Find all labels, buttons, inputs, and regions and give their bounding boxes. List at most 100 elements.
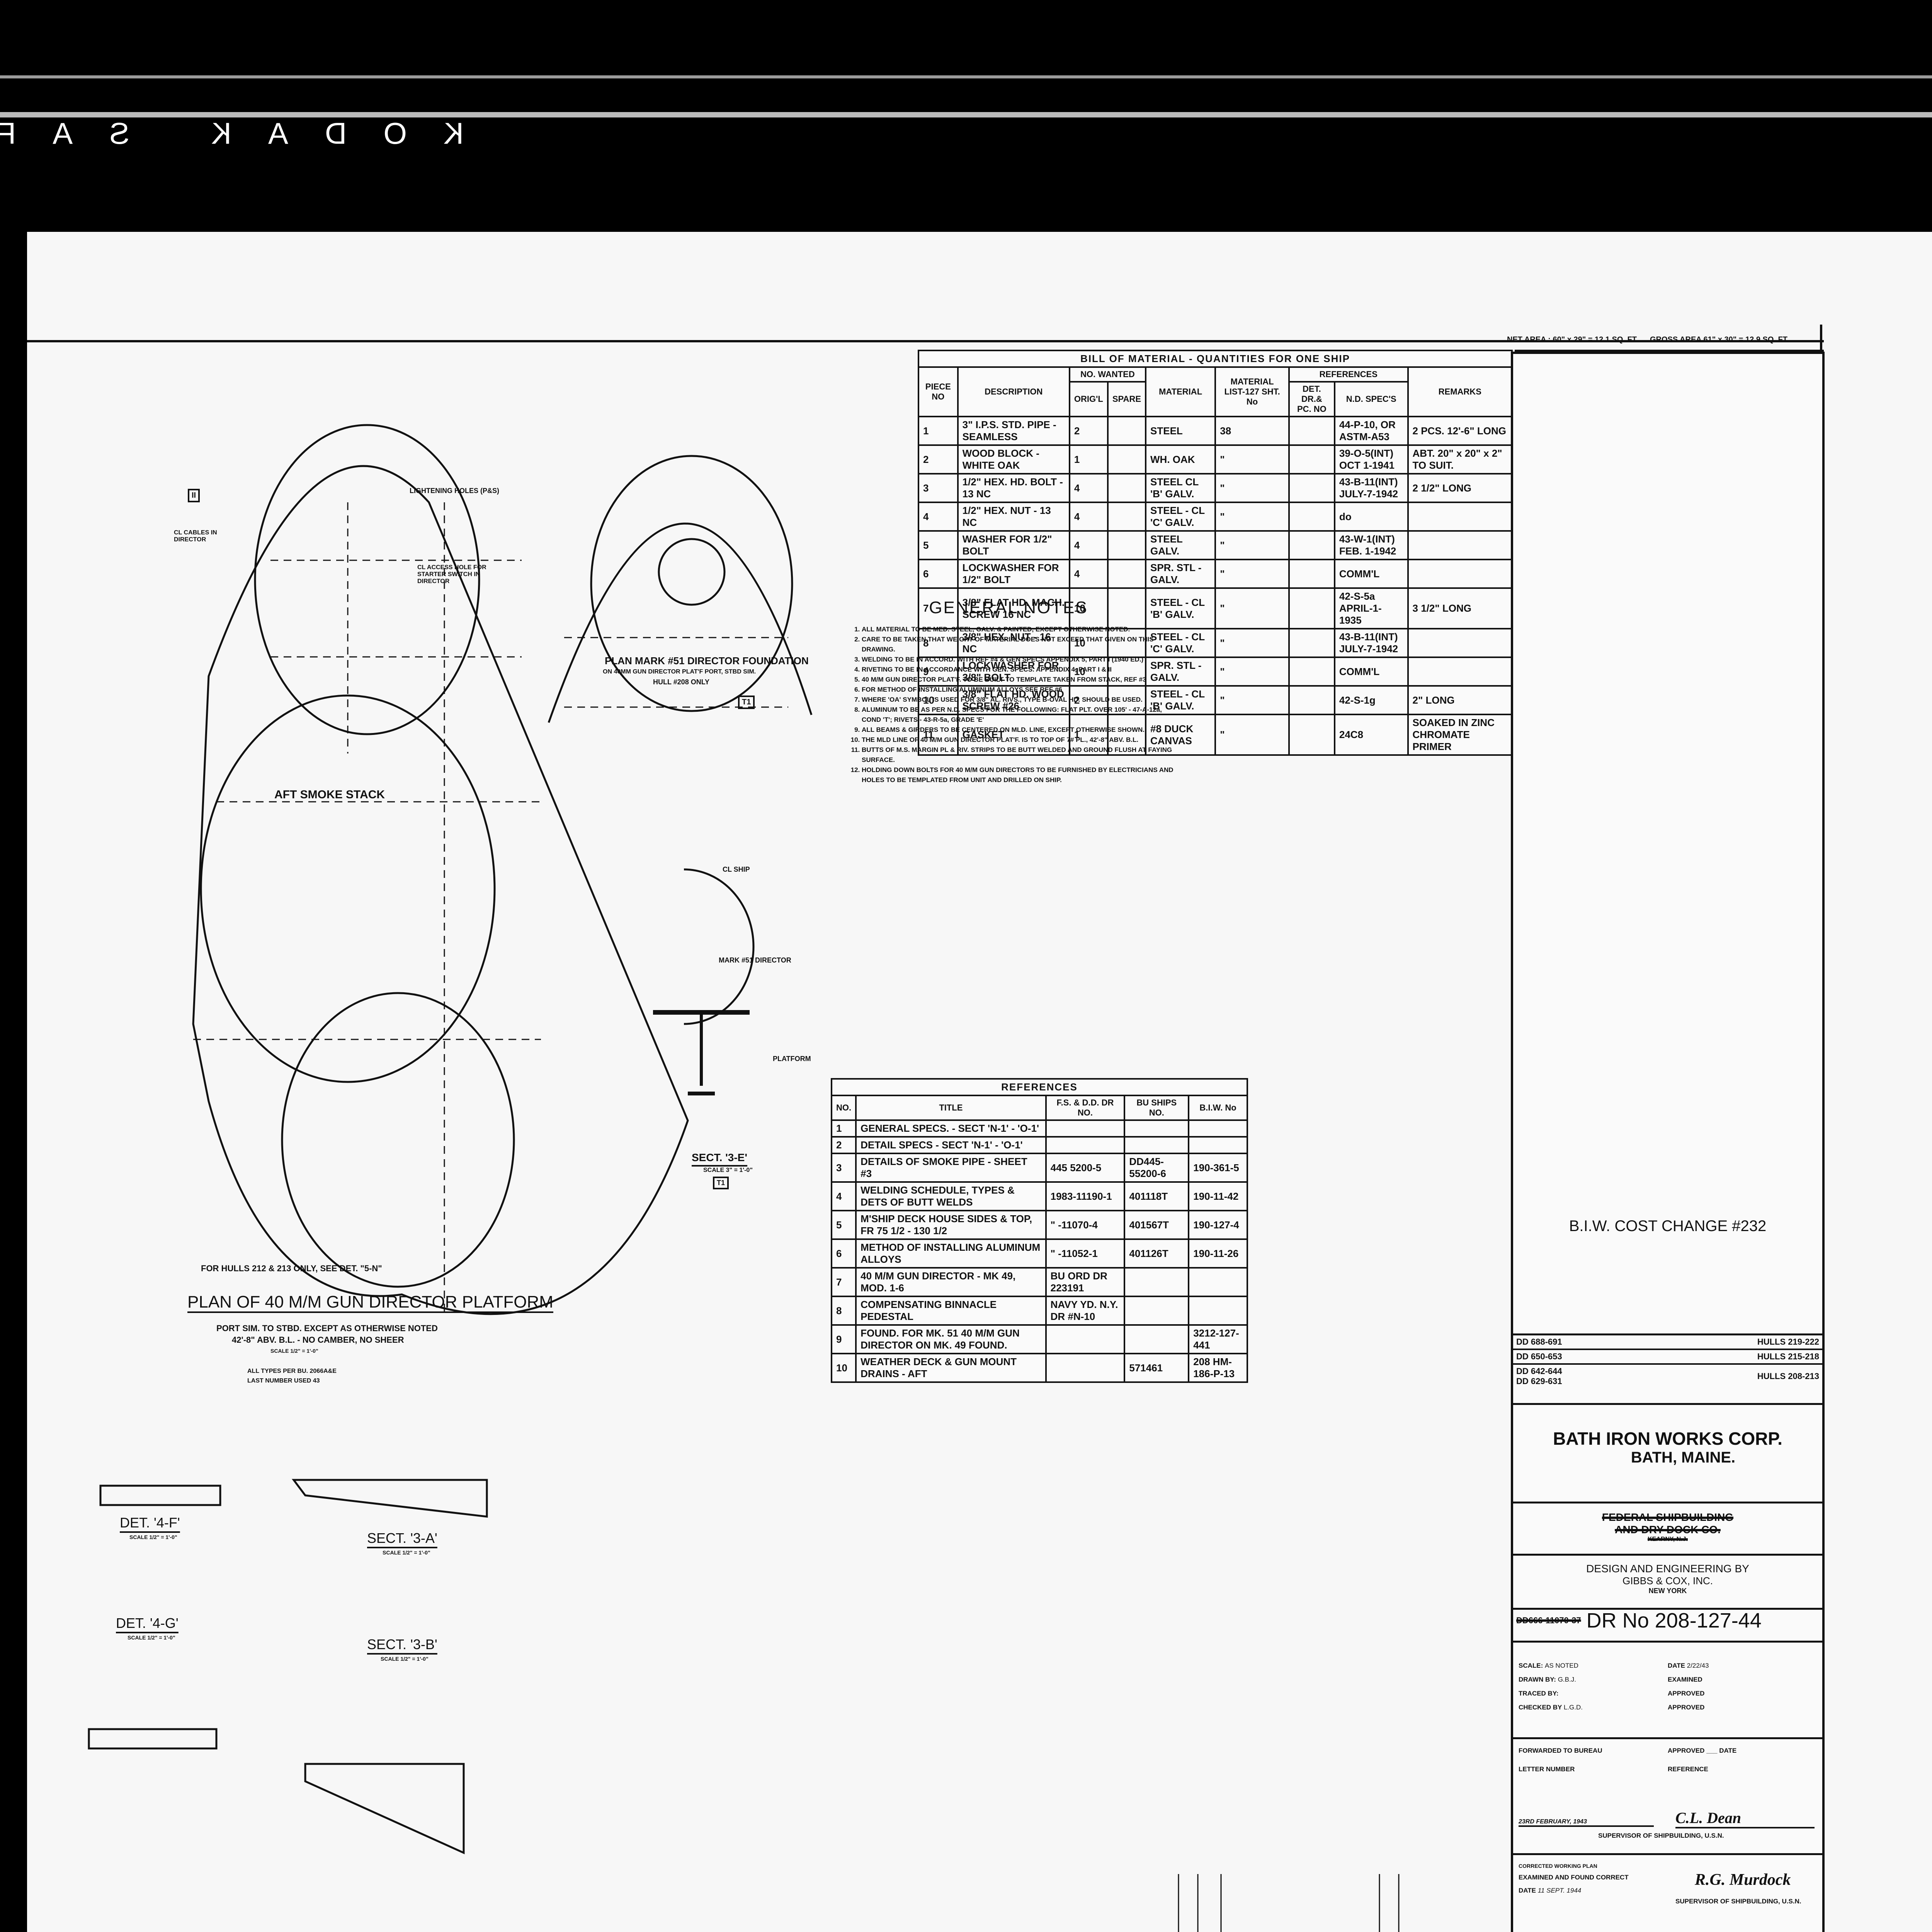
det-4g-scale: SCALE 1/2" = 1'-0"	[128, 1634, 175, 1641]
bom-cell-list: "	[1214, 714, 1290, 756]
bom-cell-spare	[1107, 559, 1147, 589]
bom-cell-orig: 2	[1068, 416, 1109, 446]
binnacle-foundation	[684, 868, 755, 1025]
bom-cell-spare	[1107, 685, 1147, 715]
references-cell: 6	[830, 1238, 857, 1269]
references-cell: 3212-127-441	[1188, 1324, 1248, 1354]
bom-cell-material: STEEL - CL 'B' GALV.	[1145, 587, 1216, 629]
bom-cell-material: #8 DUCK CANVAS	[1145, 714, 1216, 756]
bom-cell-det	[1288, 685, 1335, 715]
references-cell	[1045, 1136, 1126, 1154]
bom-cell-no: 10	[918, 685, 959, 715]
general-note: WELDING TO BE IN ACCORD. WITH REF #4 & G…	[862, 655, 1179, 665]
gross-area: GROSS AREA 61" x 30" = 12.9 SQ. FT.	[1650, 335, 1789, 344]
general-note: ALL BEAMS & GIRDERS TO BE CENTERED ON ML…	[862, 725, 1179, 735]
references-cell	[1124, 1324, 1190, 1354]
bom-cell-no: 4	[918, 502, 959, 532]
bom-cell-remarks: 3 1/2" LONG	[1407, 587, 1513, 629]
border-top-line	[27, 340, 1824, 342]
bill-of-material-table: BILL OF MATERIAL - QUANTITIES FOR ONE SH…	[918, 350, 1513, 756]
bom-cell-no: 7	[918, 587, 959, 629]
references-cell: 4	[830, 1181, 857, 1211]
references-cell: 401126T	[1124, 1238, 1190, 1269]
bom-cell-det	[1288, 473, 1335, 503]
references-cell: 571461	[1124, 1353, 1190, 1383]
bom-cell-no: 8	[918, 628, 959, 658]
references-cell: COMPENSATING BINNACLE PEDESTAL	[855, 1296, 1047, 1326]
bom-cell-spare	[1107, 628, 1147, 658]
bom-cell-spare	[1107, 444, 1147, 474]
det-4g-title: DET. '4-G'	[116, 1615, 179, 1631]
references-cell	[1188, 1119, 1248, 1138]
references-cell: 8	[830, 1296, 857, 1326]
bom-cell-orig: 1	[1068, 714, 1109, 756]
references-cell	[1188, 1267, 1248, 1297]
bom-cell-desc: 1/2" HEX. HD. BOLT - 13 NC	[957, 473, 1070, 503]
bom-cell-desc: GASKET	[957, 714, 1070, 756]
references-cell	[1045, 1324, 1126, 1354]
bom-cell-list: "	[1214, 530, 1290, 560]
bom-header: DESCRIPTION	[957, 366, 1070, 417]
bom-cell-remarks	[1407, 559, 1513, 589]
company-location: BATH, MAINE.	[1631, 1449, 1736, 1466]
references-cell: 190-11-42	[1188, 1181, 1248, 1211]
references-cell: 190-127-4	[1188, 1210, 1248, 1240]
t1-badge: T1	[738, 696, 755, 709]
references-cell	[1124, 1296, 1190, 1326]
references-cell: NAVY YD. N.Y. DR #N-10	[1045, 1296, 1126, 1326]
bom-cell-orig: 1	[1068, 444, 1109, 474]
mark51-director-label: MARK #51 DIRECTOR	[719, 956, 791, 964]
bom-cell-remarks	[1407, 502, 1513, 532]
bom-cell-spec: 43-W-1(INT) FEB. 1-1942	[1333, 530, 1409, 560]
general-note: FOR METHOD OF INSTALLING ALUMINUM ALLOYS…	[862, 685, 1179, 695]
bom-cell-no: 3	[918, 473, 959, 503]
references-cell: DETAIL SPECS - SECT 'N-1' - 'O-1'	[855, 1136, 1047, 1154]
bom-cell-no: 9	[918, 656, 959, 687]
bom-cell-det	[1288, 530, 1335, 560]
correction-section: CORRECTED WORKING PLAN EXAMINED AND FOUN…	[1513, 1853, 1822, 1909]
bom-cell-no: 2	[918, 444, 959, 474]
platform-outline	[192, 465, 689, 1315]
references-cell: BU ORD DR 223191	[1045, 1267, 1126, 1297]
references-cell: 1983-11190-1	[1045, 1181, 1126, 1211]
references-cell: 190-361-5	[1188, 1153, 1248, 1183]
references-cell: 7	[830, 1267, 857, 1297]
bom-cell-det	[1288, 559, 1335, 589]
bom-cell-spec: 43-B-11(INT) JULY-7-1942	[1333, 473, 1409, 503]
bom-cell-list: 38	[1214, 416, 1290, 446]
general-note: WHERE 'OA' SYMBOL IS USED FOR 3/8" AL. R…	[862, 695, 1179, 705]
bom-cell-det	[1288, 416, 1335, 446]
bom-cell-list: "	[1214, 473, 1290, 503]
references-cell: WELDING SCHEDULE, TYPES & DETS OF BUTT W…	[855, 1181, 1047, 1211]
references-cell	[1045, 1119, 1126, 1138]
references-header: F.S. & D.D. DR NO.	[1045, 1095, 1126, 1121]
plan-last-number: LAST NUMBER USED 43	[247, 1378, 320, 1384]
mk51-title: PLAN MARK #51 DIRECTOR FOUNDATION	[605, 655, 809, 667]
signature-1: C.L. Dean	[1675, 1809, 1815, 1828]
bom-cell-no: 11	[918, 714, 959, 756]
bom-header: PIECE NO	[918, 366, 959, 417]
references-title: REFERENCES	[831, 1078, 1248, 1096]
bom-cell-desc: WASHER FOR 1/2" BOLT	[957, 530, 1070, 560]
references-cell: " -11052-1	[1045, 1238, 1126, 1269]
sect-3a-title: SECT. '3-A'	[367, 1530, 437, 1546]
company-section: BATH IRON WORKS CORP. BATH, MAINE.	[1513, 1403, 1822, 1502]
references-cell	[1124, 1267, 1190, 1297]
old-drawing-number: DD666-11070-37	[1516, 1615, 1581, 1625]
cables-label: CL CABLES IN DIRECTOR	[174, 529, 217, 543]
supervisor-1: SUPERVISOR OF SHIPBUILDING, U.S.N.	[1598, 1832, 1724, 1839]
bom-group-header: NO. WANTED	[1068, 366, 1147, 383]
mk51-bolt-circle	[658, 538, 726, 606]
bom-cell-desc: LOCKWASHER FOR 1/2" BOLT	[957, 559, 1070, 589]
approval-section: SCALE: AS NOTED DATE 2/22/43 DRAWN BY: G…	[1513, 1641, 1822, 1735]
bom-cell-orig: 2	[1068, 685, 1109, 715]
ii-badge: II	[188, 489, 200, 502]
